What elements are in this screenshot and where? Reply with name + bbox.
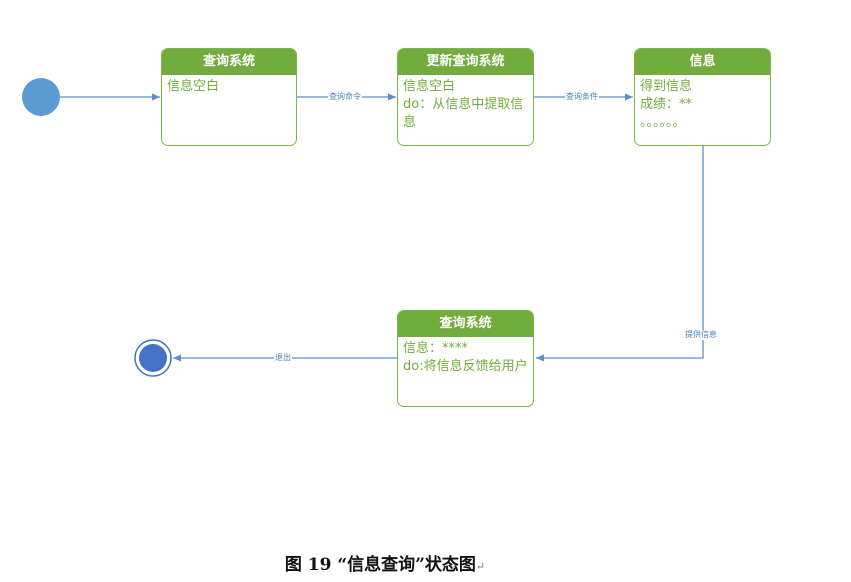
state-title: 信息 — [635, 49, 770, 75]
figure-caption-text: 图 19 “信息查询”状态图 — [284, 555, 476, 575]
transition-label-s4-end: 退出 — [274, 353, 292, 363]
initial-node — [22, 78, 60, 116]
figure-caption: 图 19 “信息查询”状态图↵ — [0, 550, 770, 575]
state-body: 信息空白 do：从信息中提取信 息 — [398, 75, 533, 135]
transition-label-s3-s4: 提供信息 — [684, 330, 718, 340]
state-info: 信息 得到信息 成绩：** 。。。。。。 — [634, 48, 771, 146]
state-line: do:将信息反馈给用户 — [403, 359, 528, 374]
state-query-system-2: 查询系统 信息：**** do:将信息反馈给用户 — [397, 310, 534, 407]
final-node — [134, 339, 172, 377]
state-line: 信息：**** — [403, 341, 469, 356]
state-line: do：从信息中提取信 — [403, 97, 524, 112]
state-body: 信息空白 — [162, 75, 296, 99]
state-body: 信息：**** do:将信息反馈给用户 — [398, 337, 533, 379]
state-line: 成绩：** — [640, 97, 693, 112]
transition-label-s1-s2: 查询命令 — [328, 92, 362, 102]
state-line: 得到信息 — [640, 79, 693, 94]
state-title: 查询系统 — [398, 311, 533, 337]
state-update-query-system: 更新查询系统 信息空白 do：从信息中提取信 息 — [397, 48, 534, 146]
transition-s3-to-s4 — [536, 146, 704, 362]
transition-label-s2-s3: 查询条件 — [565, 92, 599, 102]
state-line: 信息空白 — [403, 79, 456, 94]
state-title: 查询系统 — [162, 49, 296, 75]
state-line: 息 — [403, 115, 417, 130]
state-title: 更新查询系统 — [398, 49, 533, 75]
paragraph-mark: ↵ — [475, 560, 486, 573]
state-query-system-1: 查询系统 信息空白 — [161, 48, 297, 146]
state-line: 。。。。。。 — [640, 115, 686, 130]
state-body: 得到信息 成绩：** 。。。。。。 — [635, 75, 770, 135]
state-line: 信息空白 — [167, 79, 220, 94]
